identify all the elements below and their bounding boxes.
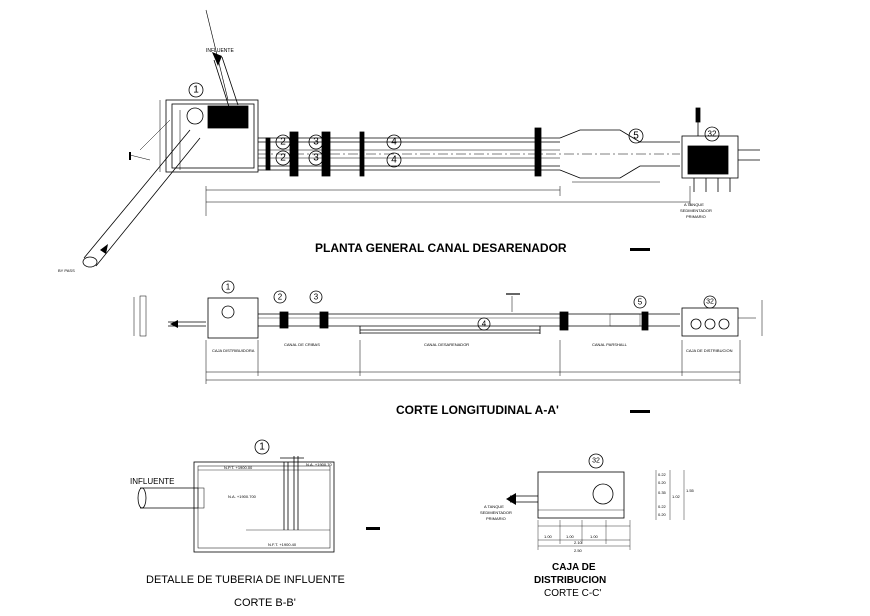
plan-marker-4-label: 4: [391, 137, 397, 148]
plan-marker-32-label: 32: [708, 130, 717, 139]
plan-marker-5-label: 5: [633, 131, 639, 142]
section-marker-4-label: 4: [482, 320, 487, 329]
box-cc-rdim-4: 1.02: [672, 494, 681, 499]
plan-influent-label: INFLUENTE: [206, 48, 234, 54]
detail-bb-level-4: N.F.T. +1900.40: [268, 542, 297, 547]
box-cc-outlet-1: A TANQUE: [484, 504, 504, 509]
section-marker-4: [477, 317, 491, 331]
plan-marker-2: [275, 134, 291, 150]
detail-bb-level-3: N.A. +1900.70: [306, 462, 332, 467]
section-zone-3: CANAL DESARENADOR: [424, 342, 469, 347]
box-cc-title-2: DISTRIBUCION: [534, 575, 606, 586]
box-cc-rdim-5: 1.55: [686, 488, 695, 493]
section-marker-1: [221, 280, 235, 294]
plan-marker-32: [704, 126, 720, 142]
box-cc-view: [506, 453, 685, 550]
box-cc-marker-32: [588, 453, 604, 469]
box-cc-dim-3: 1.00: [590, 534, 599, 539]
section-zone-1: CAJA DISTRIBUIDORA: [212, 348, 255, 353]
plan-outlet-label-3: PRIMARIO: [686, 214, 706, 219]
box-cc-outlet-2: SEDIMENTADOR: [480, 510, 512, 515]
plan-marker-1-label: 1: [193, 85, 199, 96]
detail-bb-level-2: N.A. +1900.700: [228, 494, 257, 499]
detail-bb-title: DETALLE DE TUBERIA DE INFLUENTE: [146, 574, 345, 586]
box-cc-dim-1: 1.00: [544, 534, 553, 539]
section-zone-2: CANAL DE CRIBAS: [284, 342, 320, 347]
box-cc-dim-4: 2.10: [574, 540, 583, 545]
section-marker-3: [309, 290, 323, 304]
section-marker-5-label: 5: [638, 298, 643, 307]
detail-bb-subtitle: CORTE B-B': [234, 597, 296, 609]
section-marker-2-label: 2: [278, 293, 283, 302]
plan-marker-4: [386, 134, 402, 150]
box-cc-outlet-3: PRIMARIO: [486, 516, 506, 521]
plan-outlet-label-1: A TANQUE: [684, 202, 704, 207]
plan-marker-1: [188, 82, 204, 98]
plan-view: [82, 9, 760, 268]
plan-marker-2-label: 2: [280, 137, 286, 148]
section-marker-2: [273, 290, 287, 304]
plan-title: PLANTA GENERAL CANAL DESARENADOR: [315, 241, 567, 255]
plan-marker-3b-label: 3: [313, 153, 319, 164]
plan-marker-4b-label: 4: [391, 155, 397, 166]
detail-bb-marker-label: 1: [259, 442, 265, 453]
section-zone-4: CANAL PARSHALL: [592, 342, 628, 347]
plan-marker-5: [628, 128, 644, 144]
section-marker-1-label: 1: [226, 283, 231, 292]
box-cc-dim-5: 2.50: [574, 548, 583, 553]
plan-bypass-label: BY PASS: [58, 268, 75, 273]
box-cc-dim-2: 1.00: [566, 534, 575, 539]
box-cc-rdim-1: 0.22: [658, 472, 667, 477]
plan-marker-3: [308, 134, 324, 150]
section-marker-5: [633, 295, 647, 309]
plan-outlet-label-2: SEDIMENTADOR: [680, 208, 712, 213]
box-cc-title-1: CAJA DE: [552, 562, 596, 573]
plan-marker-2b-label: 2: [280, 153, 286, 164]
detail-bb-marker-1: [254, 439, 270, 455]
box-cc-rdim-6: 0.22: [658, 504, 667, 509]
section-marker-32: [703, 295, 717, 309]
box-cc-rdim-7: 0.20: [658, 512, 667, 517]
section-marker-3-label: 3: [314, 293, 319, 302]
detail-bb-view: [137, 439, 380, 553]
box-cc-marker-label: 32: [592, 458, 600, 465]
detail-bb-level-1: N.P.T. +1900.00: [224, 465, 253, 470]
section-title: CORTE LONGITUDINAL A-A': [396, 403, 559, 417]
section-marker-32-label: 32: [706, 299, 714, 306]
detail-bb-influent-label: INFLUENTE: [130, 477, 174, 486]
section-zone-5: CAJA DE DISTRIBUCION: [686, 348, 733, 353]
box-cc-rdim-3: 0.35: [658, 490, 667, 495]
plan-marker-3-label: 3: [313, 137, 319, 148]
box-cc-subtitle: CORTE C-C': [544, 588, 601, 599]
box-cc-rdim-2: 0.20: [658, 480, 667, 485]
section-aa-view: [133, 280, 763, 413]
